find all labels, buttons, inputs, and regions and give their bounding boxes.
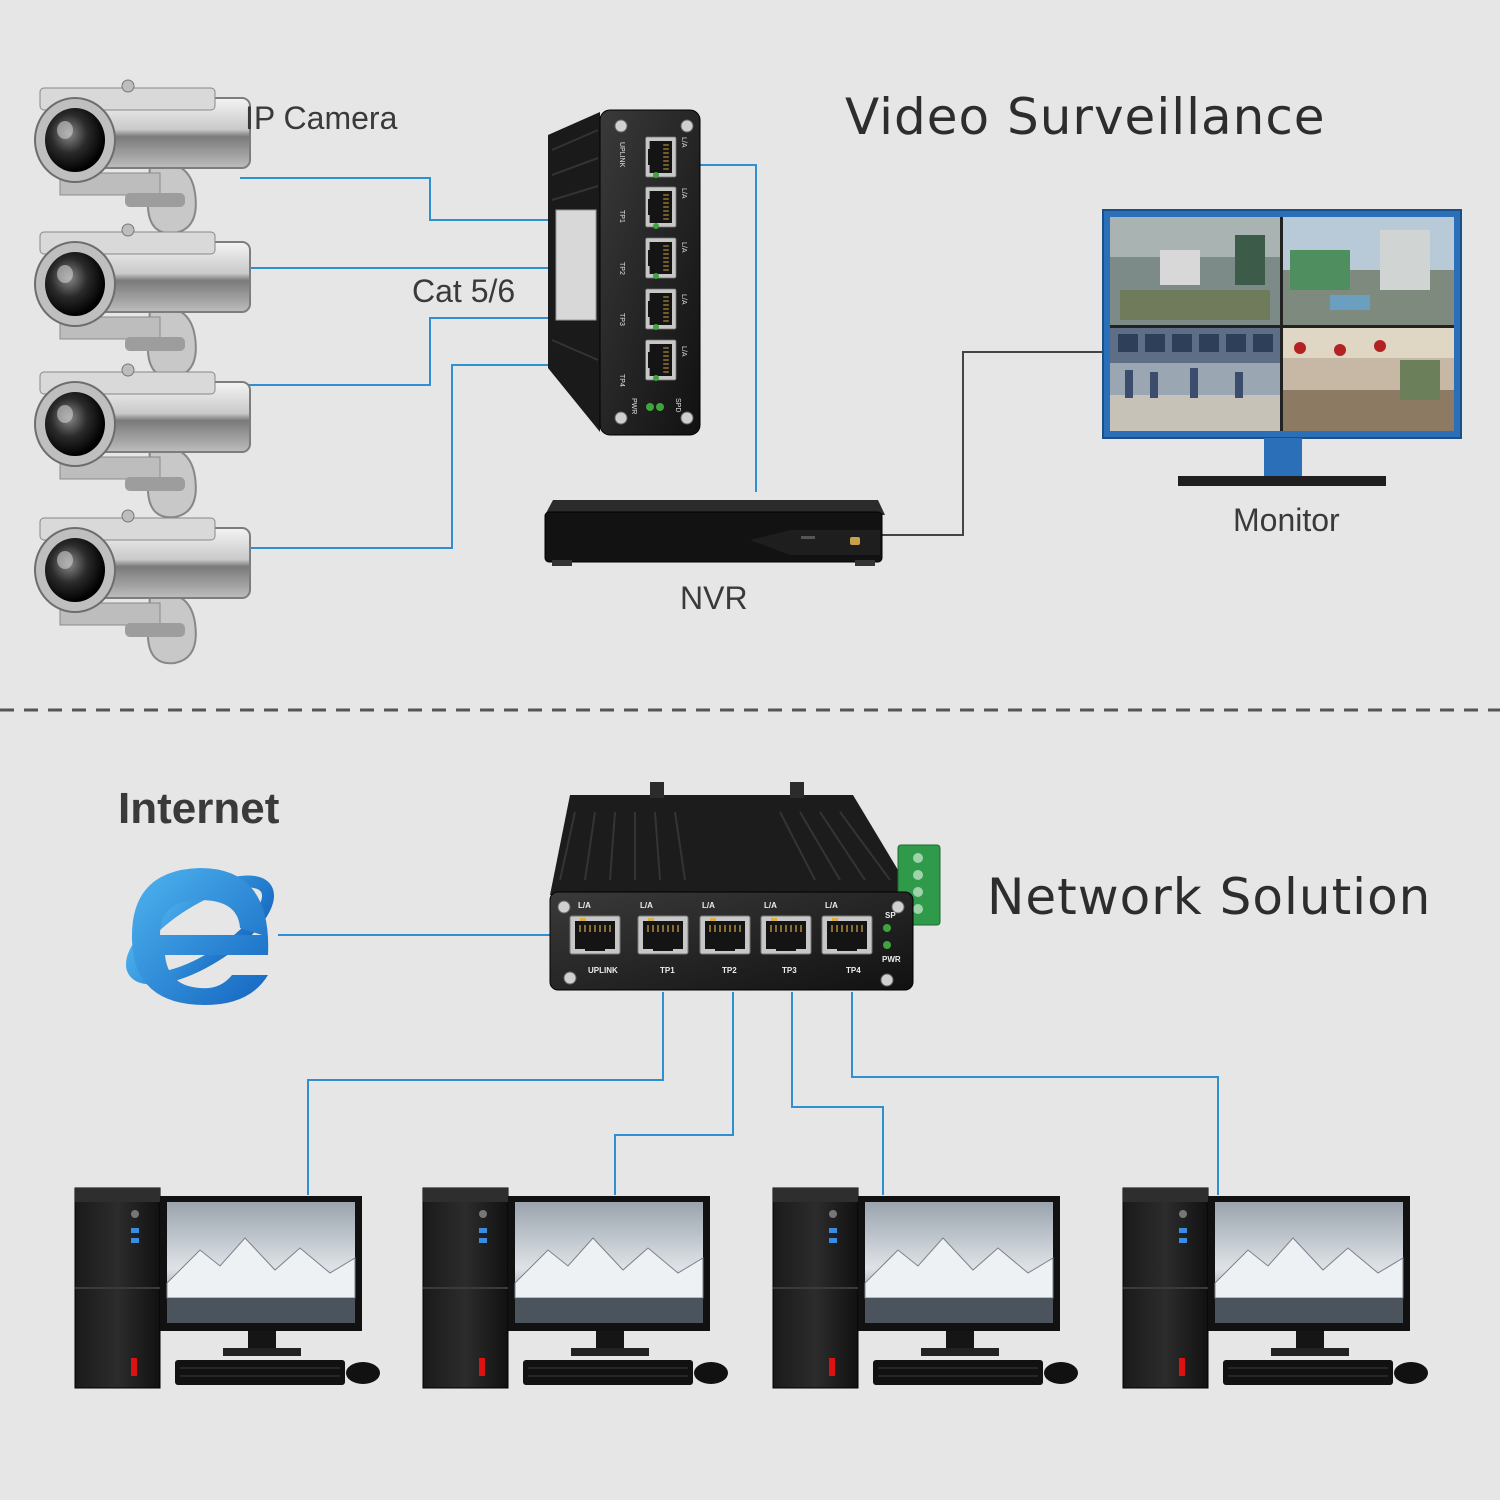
sw-v-la-label-2: L/A [680,188,687,199]
monitor-label: Monitor [1233,502,1340,538]
sw-h-la-label-2: L/A [640,901,653,910]
sw-h-pwr-label: PWR [882,955,901,964]
nvr-device [544,500,885,566]
ip-camera-label: IP Camera [245,100,398,136]
monitor-feed-3 [1110,328,1280,431]
sw-h-tp4-label: TP4 [846,966,861,975]
sw-v-tp2-label: TP2 [618,262,625,275]
switch-vertical-ports [644,136,677,381]
cable-type-label: Cat 5/6 [412,273,516,309]
sw-h-la-label-4: L/A [764,901,777,910]
nvr-label: NVR [680,580,748,616]
pc-station-1 [74,1187,381,1389]
camera-4 [34,509,251,665]
pc-station-3 [772,1187,1079,1389]
switch-horizontal: L/A L/A L/A L/A L/A SP PWR UPLINK TP1 TP… [549,782,941,991]
port-tp4 [821,915,873,955]
sw-v-la-label-3: L/A [680,242,687,253]
sw-v-spd-label: SPD [674,398,681,412]
switch-vertical: UPLINK TP1 TP2 TP3 TP4 L/A L/A L/A L/A L… [548,109,701,436]
monitor-device [1102,209,1462,486]
switch-horizontal-ports [569,915,873,955]
port-tp2 [699,915,751,955]
camera-3 [34,363,251,519]
sw-h-la-label-5: L/A [825,901,838,910]
port-tp1 [637,915,689,955]
sw-v-la-label-4: L/A [680,294,687,305]
cables-bottom [278,934,1219,1195]
port-uplink [569,915,621,955]
sw-h-uplink-label: UPLINK [588,966,618,975]
pc-station-2 [422,1187,729,1389]
sw-v-la-label-5: L/A [680,346,687,357]
monitor-feed-2 [1283,217,1454,325]
monitor-feed-1 [1110,217,1280,325]
sw-h-spd-label: SP [885,911,896,920]
network-solution-title: Network Solution [987,868,1432,926]
internet-label: Internet [118,784,280,833]
sw-h-tp3-label: TP3 [782,966,797,975]
monitor-feed-4 [1283,328,1454,431]
sw-v-la-label-1: L/A [680,137,687,148]
sw-v-tp4-label: TP4 [618,374,625,387]
camera-2 [34,223,251,379]
sw-v-tp3-label: TP3 [618,313,625,326]
pc-station-4 [1122,1187,1429,1389]
sw-h-la-label-1: L/A [578,901,591,910]
sw-v-uplink-label: UPLINK [618,142,625,168]
sw-v-tp1-label: TP1 [618,210,625,223]
camera-1 [34,79,251,235]
sw-h-tp2-label: TP2 [722,966,737,975]
monitor-cable [880,351,1105,536]
sw-v-pwr-label: PWR [630,398,637,414]
sw-h-tp1-label: TP1 [660,966,675,975]
sw-h-la-label-3: L/A [702,901,715,910]
video-surveillance-title: Video Surveillance [845,88,1326,146]
port-tp3 [760,915,812,955]
internet-explorer-icon [125,868,275,1005]
